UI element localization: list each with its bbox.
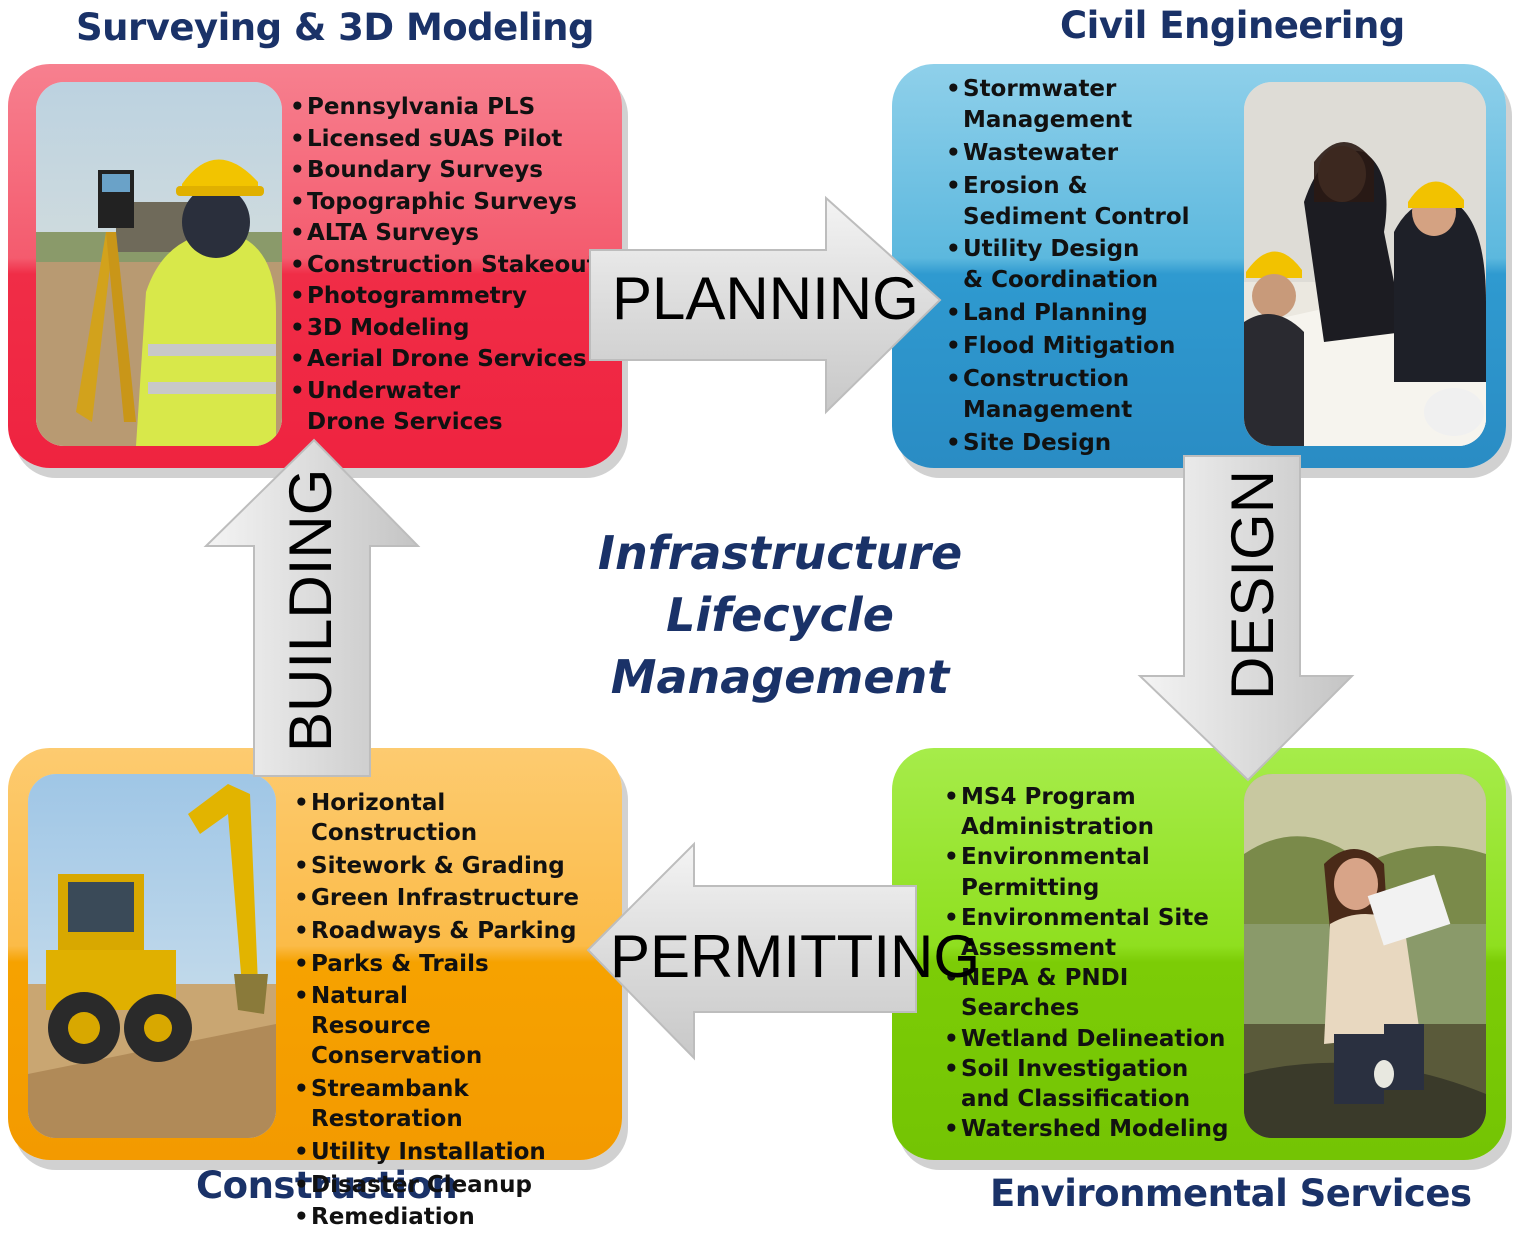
surveying-heading: Surveying & 3D Modeling	[76, 6, 594, 49]
surveyor-photo	[36, 82, 282, 446]
list-item: Environmental Permitting	[944, 842, 1161, 902]
title-line-1: Infrastructure	[597, 526, 963, 580]
list-item: Roadways & Parking	[294, 916, 614, 946]
list-item: Horizontal Construction	[294, 788, 614, 848]
list-item: Aerial Drone Services	[290, 344, 610, 376]
list-item: Boundary Surveys	[290, 155, 610, 187]
list-item: MS4 Program Administration	[944, 782, 1161, 842]
design-arrow	[1137, 455, 1355, 782]
list-item: Soil Investigation and Classification	[944, 1054, 1231, 1114]
list-item: Site Design	[946, 428, 1210, 459]
planning-label: PLANNING	[612, 265, 919, 332]
building-label: BUILDING	[277, 468, 344, 752]
list-item: Utility Installation	[294, 1137, 614, 1167]
permitting-label: PERMITTING	[610, 923, 980, 990]
diagram-title: Infrastructure Lifecycle Management	[560, 522, 1000, 708]
civil-list: Stormwater Management Wastewater Erosion…	[946, 74, 1210, 460]
list-item: Sitework & Grading	[294, 851, 614, 881]
field-scientist-photo	[1244, 774, 1486, 1138]
permitting-arrow	[586, 841, 917, 1061]
list-item: Utility Design & Coordination	[946, 234, 1163, 296]
environmental-heading: Environmental Services	[990, 1172, 1472, 1215]
list-item: Topographic Surveys	[290, 187, 610, 219]
list-item: NEPA & PNDI Searches	[944, 963, 1161, 1023]
list-item: Green Infrastructure	[294, 883, 614, 913]
title-line-3: Management	[610, 650, 950, 704]
list-item: Stormwater Management	[946, 74, 1132, 136]
list-item: Streambank Restoration	[294, 1074, 614, 1134]
design-label: DESIGN	[1219, 469, 1286, 700]
excavator-photo	[28, 774, 276, 1138]
environmental-list: MS4 Program Administration Environmental…	[944, 782, 1234, 1145]
list-item: Pennsylvania PLS	[290, 92, 610, 124]
list-item: Natural Resource Conservation	[294, 981, 531, 1071]
construction-list: Horizontal Construction Sitework & Gradi…	[294, 788, 614, 1235]
list-item: Underwater Drone Services	[290, 376, 517, 439]
list-item: Construction Stakeout	[290, 250, 610, 282]
civil-heading: Civil Engineering	[1060, 4, 1405, 47]
list-item: Erosion & Sediment Control	[946, 171, 1203, 233]
list-item: Land Planning	[946, 298, 1210, 329]
list-item: Parks & Trails	[294, 949, 614, 979]
list-item: Wastewater	[946, 138, 1210, 169]
list-item: Construction Management	[946, 364, 1132, 426]
list-item: Disaster Cleanup	[294, 1170, 614, 1200]
surveying-list: Pennsylvania PLS Licensed sUAS Pilot Bou…	[290, 92, 610, 439]
building-arrow	[203, 438, 421, 777]
list-item: Wetland Delineation	[944, 1024, 1234, 1054]
list-item: Environmental Site Assessment	[944, 903, 1211, 963]
planning-arrow	[589, 195, 942, 415]
list-item: 3D Modeling	[290, 313, 610, 345]
list-item: Watershed Modeling	[944, 1114, 1234, 1144]
title-line-2: Lifecycle	[666, 588, 894, 642]
list-item: Photogrammetry	[290, 281, 610, 313]
list-item: Flood Mitigation	[946, 331, 1210, 362]
engineers-photo	[1244, 82, 1486, 446]
list-item: Licensed sUAS Pilot	[290, 124, 610, 156]
list-item: ALTA Surveys	[290, 218, 610, 250]
